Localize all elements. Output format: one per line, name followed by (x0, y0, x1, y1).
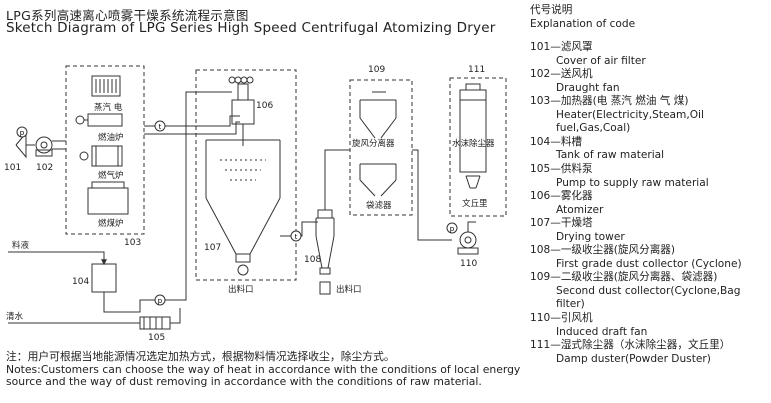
title-chinese: LPG系列高速离心喷雾干燥系统流程示意图 (6, 8, 249, 23)
code-108: 108 (304, 255, 321, 265)
legend-item-cn: 103—加热器(电 蒸汽 燃油 气 煤) (530, 95, 689, 108)
svg-text:t: t (295, 233, 298, 241)
coal-furnace (87, 181, 129, 215)
code-103: 103 (124, 238, 141, 248)
label-feed: 料液 (12, 240, 30, 251)
process-flow-diagram: p t t p p 101 102 103 104 105 106 107 10… (4, 65, 507, 343)
drying-tower-box (195, 69, 297, 281)
legend-item-en: First grade dust collector (Cyclone) (556, 257, 742, 270)
svg-text:p: p (450, 225, 455, 233)
temperature-gauge-outlet: t (290, 230, 302, 242)
legend-item-cn: 106—雾化器 (530, 190, 593, 203)
svg-text:t: t (159, 123, 162, 131)
label-water: 清水 (6, 311, 24, 322)
code-110: 110 (460, 259, 477, 269)
pressure-gauge-102: p (16, 126, 28, 138)
code-106: 106 (256, 101, 273, 111)
pressure-gauge-fan: p (446, 222, 458, 234)
legend-item-en: Induced draft fan (556, 325, 648, 338)
legend-heading-cn: 代号说明 (530, 4, 573, 16)
label-steam-electric: 蒸汽 电 (94, 102, 123, 113)
second-collector-box (349, 79, 413, 216)
venturi (465, 175, 481, 189)
code-104: 104 (72, 277, 89, 287)
label-cyclone: 旋风分离器 (352, 138, 395, 149)
note-cn: 注：用户可根据当地能源情况选定加热方式，根据物料情况选择收尘，除尘方式。 (6, 350, 395, 363)
induced-draft-fan (457, 221, 479, 255)
legend-item-en: Heater(Electricity,Steam,Oil fuel,Gas,Co… (556, 108, 704, 135)
legend-item-cn: 105—供料泵 (530, 163, 593, 176)
legend-item-cn: 104—料槽 (530, 135, 583, 148)
draught-fan (35, 136, 66, 157)
gas-furnace (79, 145, 123, 167)
legend-item-cn: 107—干燥塔 (530, 217, 593, 230)
legend-item-cn: 101—滤风罩 (530, 41, 593, 54)
note-en-line1: Notes:Customers can choose the way of he… (6, 362, 521, 376)
title-english: Sketch Diagram of LPG Series High Speed … (6, 20, 496, 36)
legend-item-cn: 110—引风机 (530, 312, 593, 325)
label-gas-furnace: 燃气炉 (98, 170, 124, 181)
label-bag-filter: 袋滤器 (366, 200, 392, 211)
legend-item-cn: 108—一级收尘器(旋风分离器) (530, 244, 676, 257)
code-109: 109 (368, 65, 385, 75)
drying-tower (205, 139, 281, 276)
hot-air-duct (144, 115, 240, 127)
oil-furnace (75, 113, 123, 127)
label-oil-furnace: 燃油炉 (98, 132, 124, 143)
svg-text:p: p (20, 129, 25, 137)
second-cyclone (359, 91, 397, 139)
exhaust-duct (412, 149, 452, 241)
label-water-duster: 水沫除尘器 (452, 138, 495, 149)
legend-item-en: Drying tower (556, 230, 625, 243)
code-101: 101 (4, 163, 21, 173)
legend-heading-en: Explanation of code (530, 17, 636, 30)
code-105: 105 (148, 333, 165, 343)
legend-item-en: Second dust collector(Cyclone,Bag filter… (556, 284, 741, 311)
legend-item-en: Pump to supply raw material (556, 176, 709, 189)
pressure-gauge-pump: p (154, 294, 166, 306)
code-102: 102 (36, 163, 53, 173)
code-107: 107 (204, 243, 221, 253)
feed-tank (91, 263, 117, 304)
pump-to-atomizer-line (103, 91, 232, 313)
feed-line (8, 251, 107, 266)
legend-item-cn: 109—二级收尘器(旋风分离器、袋滤器) (530, 271, 718, 284)
atomizer (228, 76, 255, 146)
legend-item-en: Tank of raw material (556, 149, 665, 162)
label-outlet-108: 出料口 (336, 284, 362, 295)
legend-item-cn: 102—送风机 (530, 68, 593, 81)
legend-item-en: Draught fan (556, 81, 620, 94)
damp-duster-box (449, 77, 507, 217)
notes: 注：用户可根据当地能源情况选定加热方式，根据物料情况选择收尘，除尘方式。 Not… (6, 350, 526, 389)
label-outlet-107: 出料口 (228, 284, 254, 295)
legend-item-en: Damp duster(Powder Duster) (556, 352, 711, 365)
electric-steam-heater (91, 75, 121, 97)
label-venturi: 文丘里 (462, 198, 488, 209)
svg-text:p: p (158, 297, 163, 305)
legend-item-en: Atomizer (556, 203, 604, 216)
water-duster (459, 83, 487, 173)
air-filter-cover (15, 131, 35, 159)
label-coal-furnace: 燃煤炉 (98, 218, 124, 229)
legend-item-cn: 111—湿式除尘器（水沫除尘器，文丘里） (530, 339, 731, 352)
feed-pump (139, 316, 171, 330)
cyclone-duct (324, 149, 350, 210)
note-en-line2: source and the way of dust removing in a… (6, 375, 482, 388)
bag-filter (359, 163, 397, 197)
legend-item-en: Cover of air filter (556, 54, 646, 67)
code-111: 111 (468, 65, 485, 75)
temperature-gauge-inlet: t (154, 120, 166, 132)
first-cyclone (315, 209, 335, 295)
heater-box (65, 65, 145, 235)
